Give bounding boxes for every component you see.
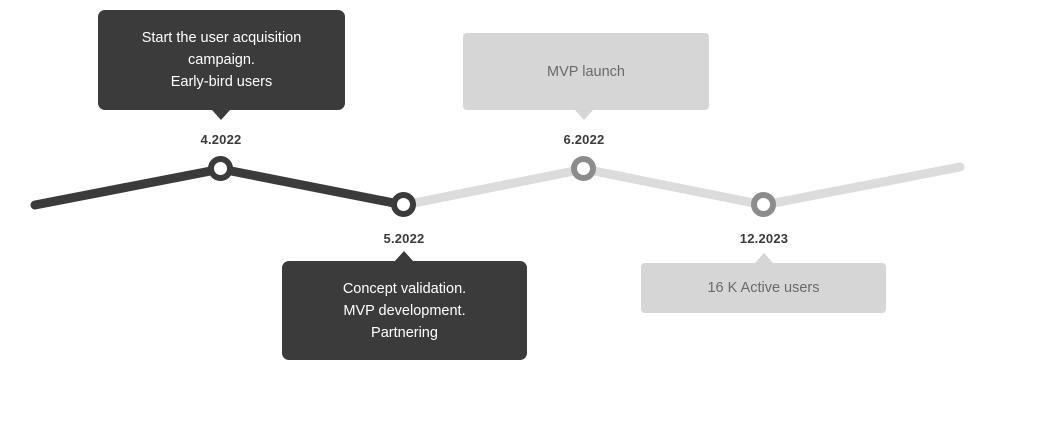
milestone-card-1-pointer-icon (212, 110, 230, 120)
milestone-card-4-pointer-icon (755, 253, 773, 263)
milestone-card-3-text: MVP launch (547, 63, 625, 80)
milestone-node-4[interactable] (751, 192, 776, 217)
milestone-card-1[interactable]: Start the user acquisition campaign. Ear… (98, 10, 345, 110)
milestone-card-2[interactable]: Concept validation. MVP development. Par… (282, 261, 527, 360)
milestone-node-1[interactable] (208, 156, 233, 181)
milestone-date-3: 6.2022 (563, 132, 605, 147)
milestone-card-2-pointer-icon (395, 251, 413, 261)
milestone-card-1-text: Start the user acquisition campaign. Ear… (141, 30, 302, 90)
milestone-card-3-pointer-icon (575, 110, 593, 120)
timeline-path-upcoming (399, 162, 965, 210)
milestone-card-3[interactable]: MVP launch (463, 33, 709, 110)
milestone-card-2-text: Concept validation. MVP development. Par… (342, 280, 467, 341)
milestone-card-4[interactable]: 16 K Active users (641, 263, 886, 313)
milestone-node-3[interactable] (571, 156, 596, 181)
milestone-date-2: 5.2022 (383, 231, 425, 246)
milestone-card-4-text: 16 K Active users (707, 280, 820, 296)
milestone-date-4: 12.2023 (739, 231, 789, 246)
milestone-date-1: 4.2022 (200, 132, 242, 147)
milestone-node-2[interactable] (391, 192, 416, 217)
